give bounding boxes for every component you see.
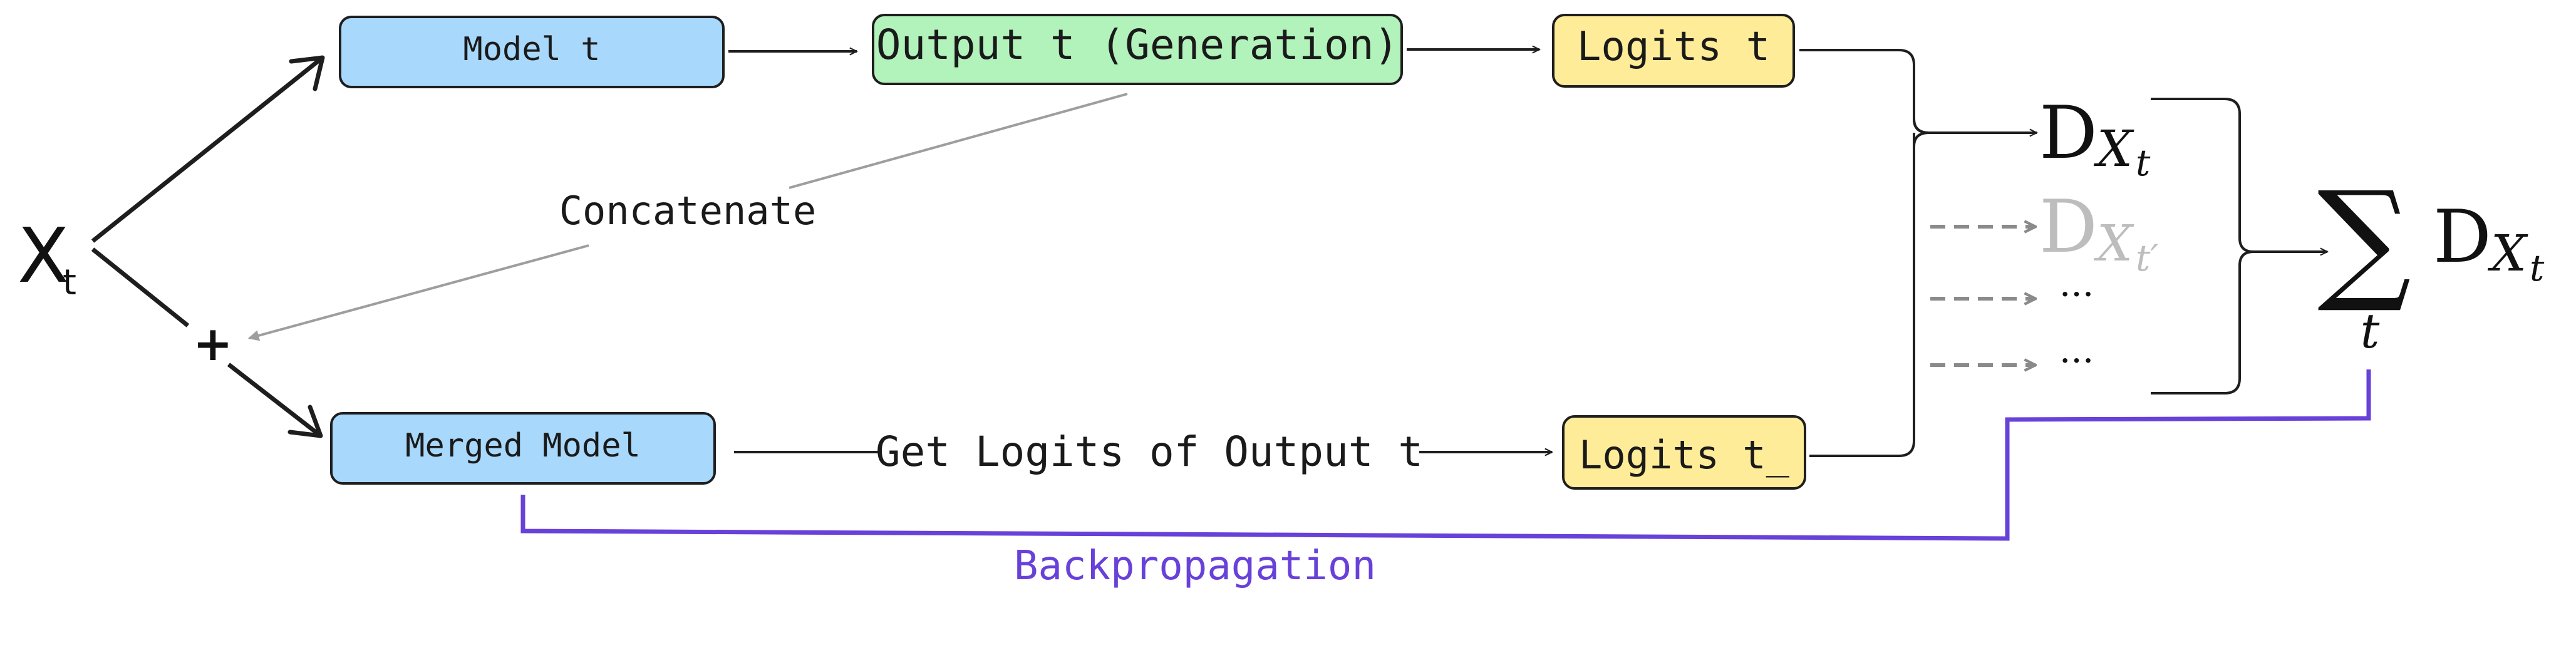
sum-expression: ∑ t D X t [2317, 163, 2545, 359]
get-logits-label: Get Logits of Output t [876, 428, 1423, 476]
svg-text:X: X [2093, 120, 2134, 178]
divergence-main: D X t [2039, 91, 2151, 184]
output-t-box: Output t (Generation) [872, 14, 1403, 85]
divergence-other: D X t′ [2039, 185, 2158, 279]
svg-text:Merged Model: Merged Model [405, 427, 641, 465]
svg-text:D: D [2039, 185, 2098, 269]
concatenate-line-lower [247, 244, 589, 341]
svg-text:X: X [2093, 214, 2134, 272]
input-x-t: X t [18, 213, 76, 303]
svg-text:Logits t: Logits t [1577, 24, 1770, 70]
svg-text:t′: t′ [2136, 237, 2158, 279]
logits-t-merged-box: Logits t_ [1562, 415, 1806, 490]
svg-text:D: D [2433, 195, 2491, 279]
logits-t-box: Logits t [1552, 14, 1795, 88]
backprop-label: Backpropagation [1014, 543, 1376, 589]
backprop-path [520, 369, 2371, 541]
concatenate-label: Concatenate [559, 188, 817, 234]
plus-sign: + [193, 316, 233, 371]
arrow-x-to-model [91, 56, 324, 243]
arrow-x-to-plus [91, 247, 190, 327]
svg-text:t: t [2136, 142, 2151, 184]
svg-text:Model t: Model t [463, 31, 600, 68]
model-t-box: Model t [339, 16, 725, 88]
svg-text:Output t (Generation): Output t (Generation) [876, 21, 1399, 69]
concatenate-line-upper [789, 93, 1128, 189]
sum-brace [2151, 98, 2254, 394]
svg-text:t: t [2361, 303, 2380, 359]
ellipsis-1: ··· [2059, 273, 2094, 316]
logits-join-bracket [1799, 49, 2032, 457]
svg-text:X: X [18, 213, 69, 300]
svg-text:∑: ∑ [2317, 163, 2411, 316]
arrow-plus-to-merged [227, 363, 323, 438]
svg-text:X: X [2487, 224, 2528, 282]
svg-text:t: t [63, 262, 76, 303]
svg-text:D: D [2039, 91, 2098, 175]
merged-model-box: Merged Model [330, 412, 716, 485]
ellipsis-2: ··· [2059, 339, 2094, 382]
svg-text:Logits t_: Logits t_ [1579, 432, 1790, 478]
svg-text:t: t [2530, 247, 2545, 289]
